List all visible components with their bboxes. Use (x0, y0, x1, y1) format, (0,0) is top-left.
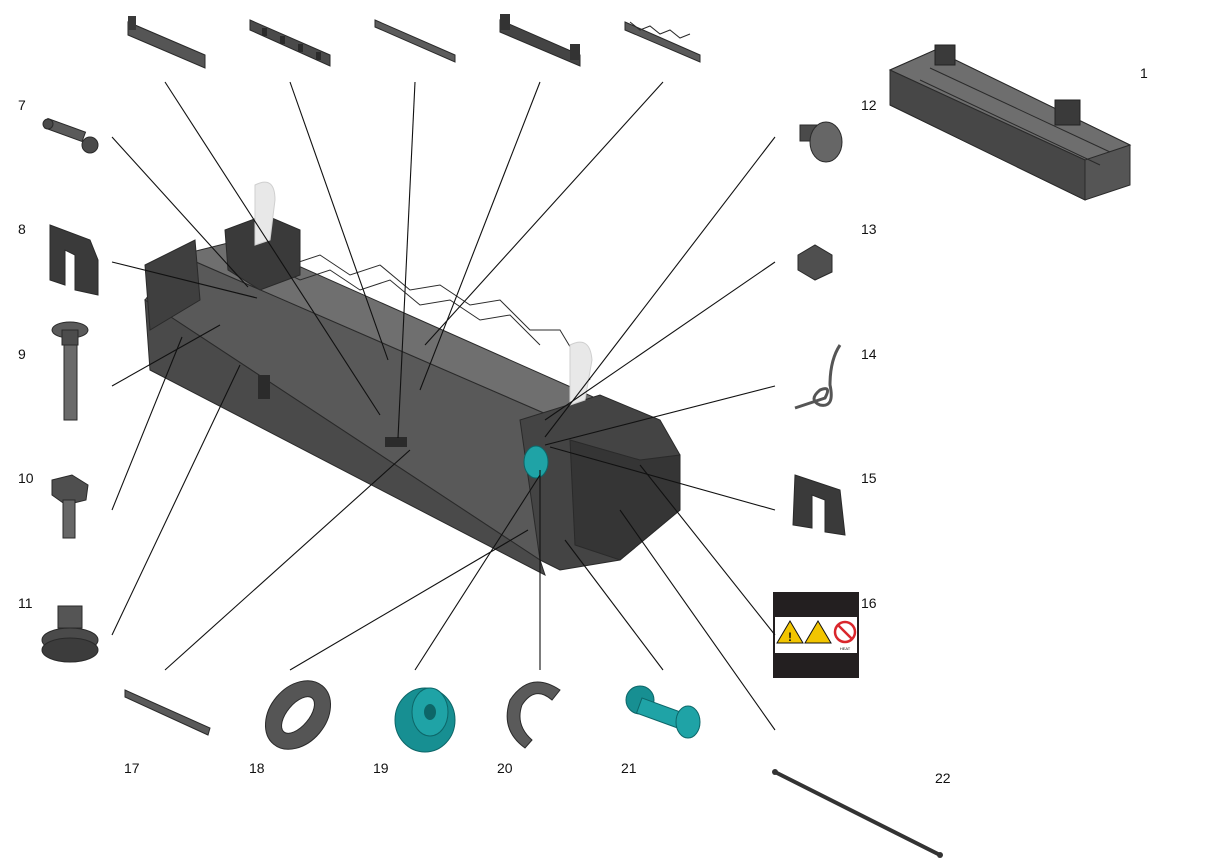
part-top-bracket-2 (249, 19, 331, 67)
callout-19: 19 (373, 760, 389, 776)
part-top-bracket-3 (374, 19, 456, 63)
callout-15: 15 (861, 470, 877, 486)
part-18-washer (264, 680, 332, 750)
fuser-body-mark-2 (385, 437, 407, 447)
fuser-teal-gear (523, 445, 549, 479)
part-9-screw (51, 321, 89, 421)
part-1-fuser-assembly (888, 44, 1132, 201)
callout-8: 8 (18, 221, 26, 237)
callout-1: 1 (1140, 65, 1148, 81)
part-21-teal-gear-shaft (625, 685, 701, 739)
callout-13: 13 (861, 221, 877, 237)
fuser-lower-face (144, 299, 546, 577)
callout-20: 20 (497, 760, 513, 776)
part-12-knob (799, 121, 843, 163)
callout-labels: 1 7 8 9 10 11 12 13 14 15 16 17 18 19 20… (18, 65, 1148, 786)
part-7-shaft-pin (42, 117, 99, 154)
hot-surface-icon (804, 620, 832, 644)
callout-17: 17 (124, 760, 140, 776)
part-20-e-ring (506, 681, 561, 749)
part-top-bracket-5 (624, 21, 701, 63)
callout-10: 10 (18, 470, 34, 486)
warning-label-small-text: HEAT (840, 646, 851, 651)
part-17-strip (124, 689, 211, 736)
part-14-spring (794, 344, 842, 410)
fuser-right-lever (569, 341, 593, 406)
callout-14: 14 (861, 346, 877, 362)
callout-12: 12 (861, 97, 877, 113)
part-13-bushing (797, 244, 833, 281)
part-8-clip (49, 224, 99, 296)
callout-16: 16 (861, 595, 877, 611)
part-16-warning-label: ! HEAT (773, 592, 859, 678)
part-10-screw (51, 474, 89, 539)
callout-22: 22 (935, 770, 951, 786)
fuser-main-body (144, 181, 681, 577)
fuser-right-end-face (569, 439, 681, 561)
part-top-bracket-4 (499, 14, 581, 67)
warning-triangle-icon (776, 620, 804, 644)
part-11-collar (41, 605, 99, 663)
callout-18: 18 (249, 760, 265, 776)
callout-9: 9 (18, 346, 26, 362)
part-15-clip (792, 474, 846, 536)
part-19-teal-roller (394, 687, 456, 753)
leader-lines (111, 81, 776, 731)
fuser-body-mark-1 (258, 375, 270, 399)
svg-text:!: ! (788, 630, 792, 644)
part-22-rod (772, 769, 943, 858)
callout-11: 11 (18, 595, 33, 611)
callout-7: 7 (18, 97, 26, 113)
callout-21: 21 (621, 760, 637, 776)
part-top-bracket-1 (127, 16, 206, 69)
fuser-left-end (144, 239, 201, 331)
